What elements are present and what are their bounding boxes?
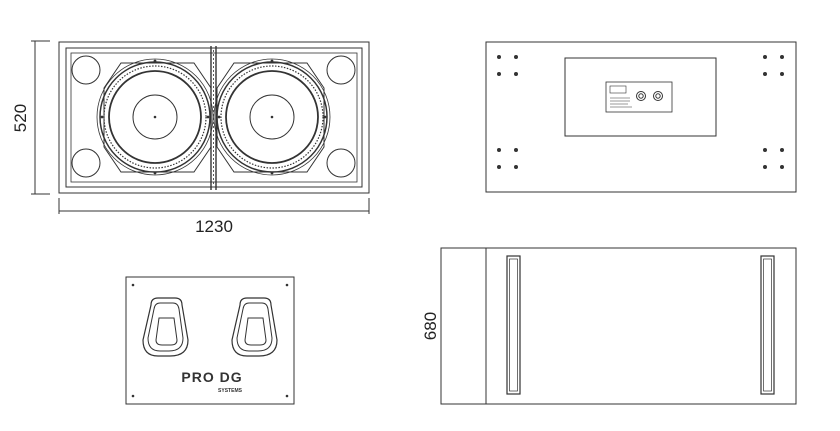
side-screws xyxy=(131,283,289,398)
front-view xyxy=(58,41,370,194)
width-dimension xyxy=(58,198,370,214)
woofer-surround-rib xyxy=(220,65,324,169)
left-woofer xyxy=(96,58,214,176)
plate-logo xyxy=(609,85,627,94)
rear-view xyxy=(485,41,797,193)
brand-logo: PRO DG SYSTEMS xyxy=(181,369,242,394)
front-outer-frame xyxy=(58,41,370,194)
front-grille-frame xyxy=(70,52,358,183)
bass-port xyxy=(71,148,101,178)
height-dimension xyxy=(31,40,50,195)
connector-plate xyxy=(605,81,673,113)
woofer-frame xyxy=(213,58,331,176)
speakon-connector-inner xyxy=(638,93,644,99)
speakon-connector-inner xyxy=(655,93,661,99)
carry-handle xyxy=(231,297,278,357)
runner-strip-inner xyxy=(509,258,518,392)
top-outer-frame xyxy=(440,247,797,405)
woofer-frame xyxy=(96,58,214,176)
woofer-dust-cap xyxy=(249,94,295,140)
woofer-center xyxy=(153,115,157,119)
woofer-cone-edge xyxy=(108,70,202,164)
plate-text-lines xyxy=(610,97,632,108)
height-label: 520 xyxy=(11,104,30,132)
woofer-surround-rib xyxy=(103,65,207,169)
woofer-center xyxy=(270,115,274,119)
rigging-points xyxy=(497,55,784,169)
bass-port xyxy=(326,55,356,85)
carry-handle xyxy=(142,297,189,357)
right-woofer xyxy=(213,58,331,176)
speakon-connector xyxy=(636,91,646,101)
bass-port xyxy=(71,55,101,85)
brand-subtitle: SYSTEMS xyxy=(218,388,243,394)
top-view xyxy=(440,247,797,405)
side-outer-frame xyxy=(125,276,295,405)
runner-strip-inner xyxy=(763,258,772,392)
rear-outer-frame xyxy=(485,41,797,193)
woofer-cone-edge xyxy=(225,70,319,164)
width-label: 1230 xyxy=(195,217,233,236)
speakon-connector xyxy=(653,91,663,101)
bass-port xyxy=(326,148,356,178)
runner-strip xyxy=(506,255,521,395)
front-inner-frame xyxy=(65,47,363,188)
connector-panel-recess xyxy=(564,57,717,137)
woofer-dust-cap xyxy=(132,94,178,140)
brand-name: PRO DG xyxy=(181,369,242,385)
side-view xyxy=(125,276,295,405)
runner-strip xyxy=(760,255,775,395)
woofer-bolts xyxy=(100,59,327,175)
depth-label: 680 xyxy=(421,312,440,340)
